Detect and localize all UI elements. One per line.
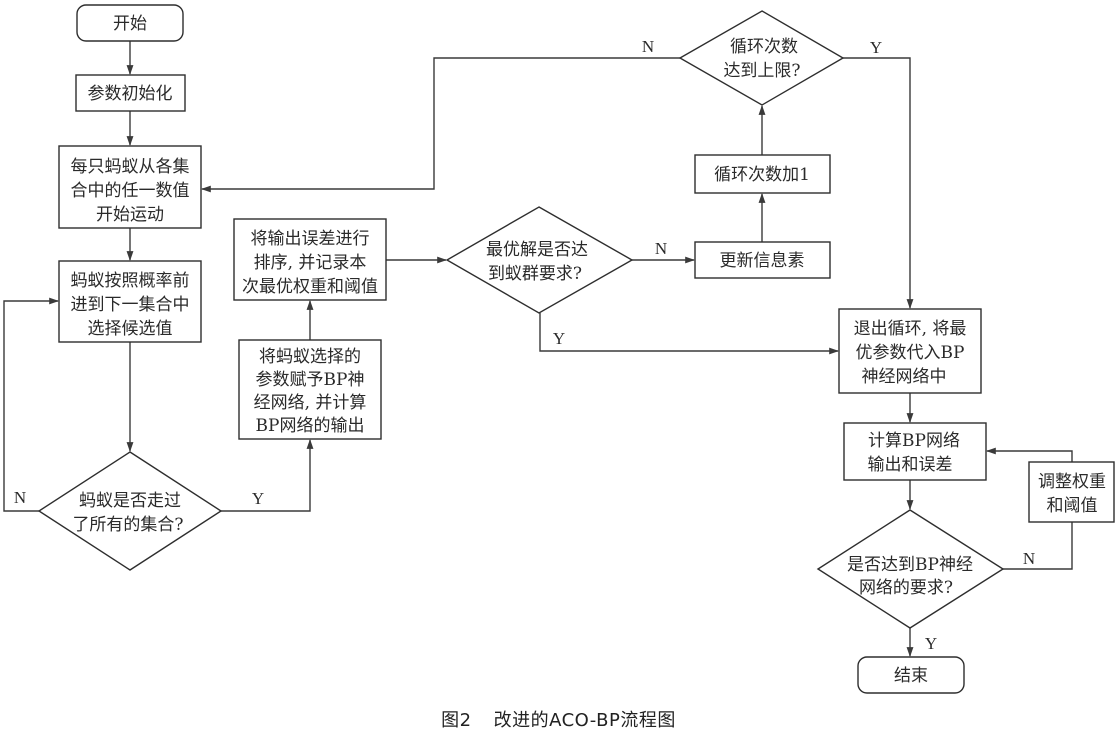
node-sort-errors-line: 将输出误差进行: [251, 229, 370, 249]
node-assign-params-line: 经网络, 并计算: [254, 393, 367, 413]
node-compute-bp-line: 输出和误差: [868, 455, 953, 475]
label-bp-requirement-no: N: [1023, 549, 1035, 568]
node-optimal-reached-line: 到蚁群要求?: [488, 264, 582, 284]
node-end: 结束: [857, 656, 965, 694]
edge-bp-no-to-adjust: [1003, 522, 1073, 570]
node-ants-start-line: 开始运动: [96, 205, 164, 225]
edges: [3, 41, 1073, 657]
flowchart: 开始 参数初始化 每只蚂蚁从各集 合中的任一数值 开始运动 蚂蚁按照概率前 进到…: [3, 4, 1115, 694]
label-optimal-yes: Y: [553, 329, 565, 348]
node-all-sets-visited-line: 蚂蚁是否走过: [79, 491, 181, 511]
node-compute-bp: 计算BP网络 输出和误差: [843, 422, 987, 481]
node-exit-loop-line: 神经网络中: [862, 367, 947, 387]
node-ants-start: 每只蚂蚁从各集 合中的任一数值 开始运动: [58, 145, 202, 229]
node-all-sets-visited-line: 了所有的集合?: [72, 515, 183, 535]
node-bp-requirement: 是否达到BP神经 网络的要求?: [816, 509, 1005, 629]
node-ants-move-line: 蚂蚁按照概率前: [71, 271, 190, 291]
node-all-sets-visited: 蚂蚁是否走过 了所有的集合?: [37, 451, 223, 571]
node-update-pheromone-line: 更新信息素: [720, 251, 805, 271]
figure-caption: 图2 改进的ACO-BP流程图: [0, 706, 1117, 732]
node-optimal-reached: 最优解是否达 到蚁群要求?: [445, 206, 634, 314]
node-loop-limit-line: 达到上限?: [723, 61, 800, 81]
node-adjust-weights: 调整权重 和阈值: [1028, 461, 1115, 523]
edge-decision-no-loop: [3, 297, 59, 512]
label-all-sets-yes: Y: [252, 489, 264, 508]
node-ants-start-line: 每只蚂蚁从各集: [71, 157, 190, 177]
node-exit-loop-line: 优参数代入BP: [856, 343, 965, 363]
node-adjust-weights-line: 和阈值: [1047, 496, 1098, 516]
node-compute-bp-line: 计算BP网络: [868, 431, 960, 451]
edge-limit-yes-to-exit: [843, 57, 914, 309]
node-assign-params-line: BP网络的输出: [256, 416, 365, 436]
node-assign-params-line: 参数赋予BP神: [256, 370, 365, 390]
label-loop-limit-yes: Y: [870, 38, 882, 57]
node-increment-loop-line: 循环次数加1: [714, 165, 810, 185]
edge-labels: N Y N Y N Y N Y: [14, 37, 1035, 653]
label-all-sets-no: N: [14, 488, 26, 507]
label-bp-requirement-yes: Y: [925, 634, 937, 653]
node-assign-params: 将蚂蚁选择的 参数赋予BP神 经网络, 并计算 BP网络的输出: [238, 339, 382, 440]
edge-optimal-yes-to-exit: [539, 313, 839, 355]
node-start-line: 开始: [113, 14, 147, 34]
node-loop-limit-line: 循环次数: [730, 37, 798, 57]
node-adjust-weights-line: 调整权重: [1038, 472, 1106, 492]
node-loop-limit: 循环次数 达到上限?: [678, 10, 845, 106]
node-ants-start-line: 合中的任一数值: [71, 181, 190, 201]
node-ants-move-line: 选择候选值: [88, 319, 173, 339]
label-loop-limit-no: N: [642, 37, 654, 56]
node-init-params: 参数初始化: [75, 74, 186, 112]
figure-number: 图2: [441, 710, 472, 731]
edge-limit-no-to-ants-start: [201, 57, 680, 193]
node-exit-loop-line: 退出循环, 将最: [854, 319, 967, 339]
node-increment-loop: 循环次数加1: [694, 154, 831, 194]
node-ants-move: 蚂蚁按照概率前 进到下一集合中 选择候选值: [58, 260, 202, 343]
node-update-pheromone: 更新信息素: [694, 241, 831, 279]
node-exit-loop: 退出循环, 将最 优参数代入BP 神经网络中: [838, 308, 982, 394]
edge-decision-yes-to-assign: [221, 439, 314, 512]
label-optimal-no: N: [655, 239, 667, 258]
node-ants-move-line: 进到下一集合中: [71, 295, 190, 315]
node-optimal-reached-line: 最优解是否达: [486, 240, 588, 260]
node-start: 开始: [76, 4, 184, 42]
node-sort-errors-line: 排序, 并记录本: [254, 253, 367, 273]
node-bp-requirement-line: 是否达到BP神经: [847, 555, 973, 575]
node-assign-params-line: 将蚂蚁选择的: [259, 347, 361, 367]
node-end-line: 结束: [894, 666, 928, 686]
figure-title: 改进的ACO-BP流程图: [493, 710, 676, 731]
node-sort-errors: 将输出误差进行 排序, 并记录本 次最优权重和阈值: [233, 218, 387, 301]
node-sort-errors-line: 次最优权重和阈值: [242, 277, 378, 297]
node-init-params-line: 参数初始化: [88, 84, 173, 104]
node-bp-requirement-line: 网络的要求?: [859, 578, 953, 598]
edge-adjust-to-compute: [986, 447, 1073, 462]
